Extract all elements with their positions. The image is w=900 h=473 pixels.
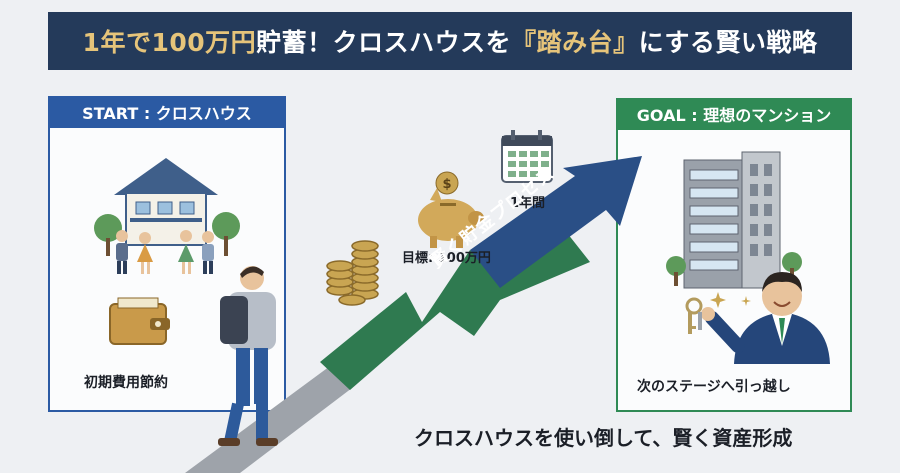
goal-caption: 次のステージへ引っ越し — [637, 379, 791, 395]
title-banner: 1年で100万円 貯蓄！クロスハウスを 『踏み台』 にする賢い戦略 — [48, 12, 852, 70]
start-caption: 初期費用節約 — [84, 375, 168, 391]
keys-icon — [685, 297, 703, 334]
coin-stack-icon — [326, 240, 379, 306]
backpacker-icon — [218, 266, 278, 446]
footer-tagline: クロスハウスを使い倒して、賢く資産形成 — [414, 426, 793, 450]
title-keyword: 『踏み台』 — [511, 28, 639, 57]
start-panel-header: START : クロスハウス — [48, 96, 286, 128]
apartment-building-icon — [683, 151, 781, 289]
tree-icon — [94, 212, 240, 256]
title-amount: 1年で100万円 — [82, 28, 257, 57]
title-main: 貯蓄！クロスハウスを — [256, 28, 512, 57]
target-amount-label: 目標: 100万円 — [402, 251, 491, 266]
businessman-icon — [701, 272, 830, 364]
wallet-icon — [109, 297, 170, 345]
house-icon — [114, 158, 218, 246]
family-icon — [116, 230, 214, 274]
period-label: 1年間 — [510, 196, 546, 211]
calendar-icon — [501, 130, 553, 183]
svg-text:$: $ — [442, 177, 451, 192]
goal-panel-header: GOAL : 理想のマンション — [616, 98, 852, 130]
title-tail: にする賢い戦略 — [638, 28, 818, 57]
arrow-blue-segment — [470, 156, 642, 288]
piggy-bank-icon: $ — [418, 171, 484, 248]
sparkle-icon — [710, 292, 751, 308]
arrow-gray-segment — [185, 355, 352, 473]
